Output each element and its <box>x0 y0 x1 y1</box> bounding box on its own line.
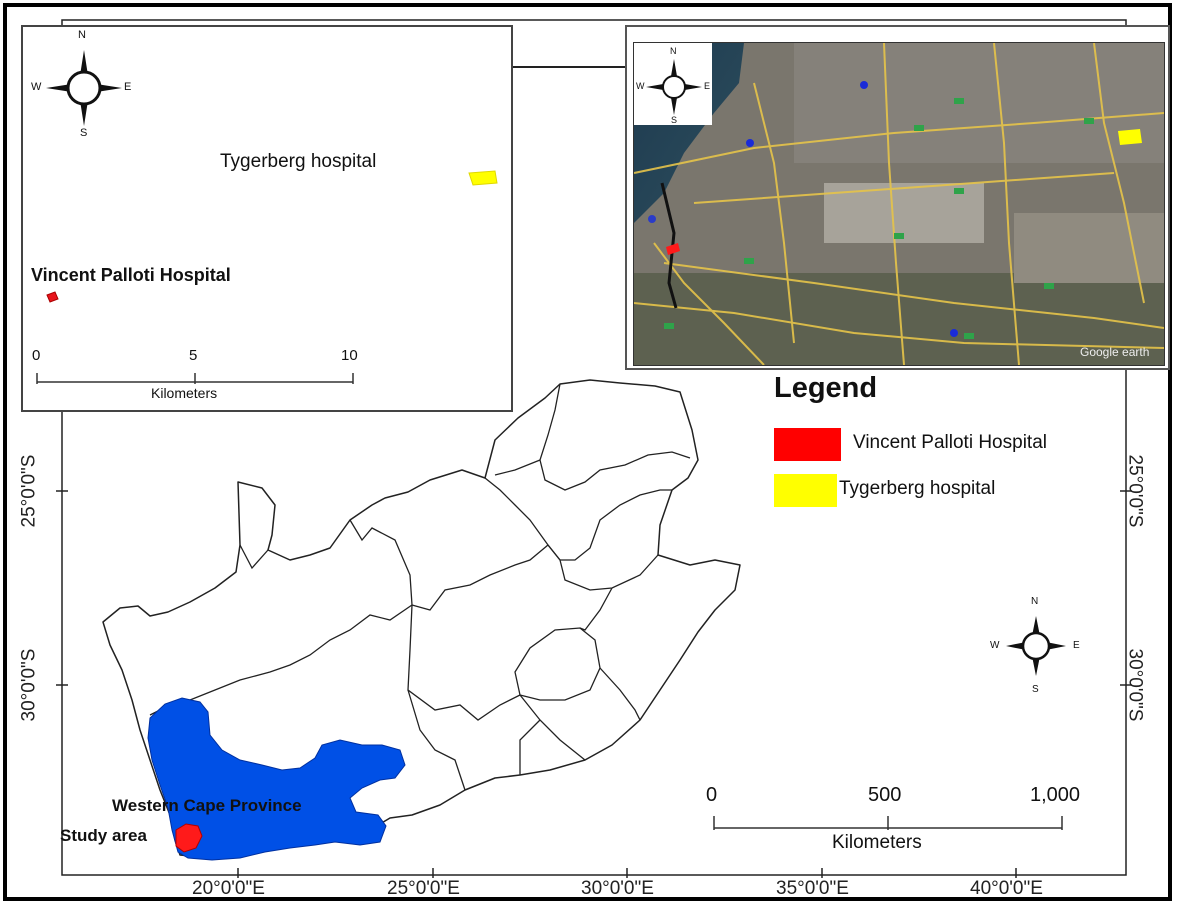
study-area-region <box>175 823 203 853</box>
main-compass-e: E <box>1073 640 1080 651</box>
main-scale-bar <box>713 816 1063 830</box>
tygerberg-label: Tygerberg hospital <box>220 151 377 172</box>
google-earth-attribution: Google earth <box>1080 345 1150 359</box>
local-inset: N S E W Tygerberg hospital Vincent Pallo… <box>21 25 513 412</box>
local-scale-tick-5: 5 <box>189 347 198 364</box>
main-compass-w: W <box>990 640 1000 651</box>
satellite-image: N S E W Google earth <box>633 42 1165 366</box>
legend-label-vincent: Vincent Palloti Hospital <box>853 432 1047 453</box>
legend-label-tygerberg: Tygerberg hospital <box>839 478 996 499</box>
main-compass-s: S <box>1032 684 1039 695</box>
lat-label-right-30: 30°0'0"S <box>1124 648 1146 722</box>
legend-title: Legend <box>774 372 878 404</box>
satellite-tygerberg <box>1118 129 1142 145</box>
local-compass-e: E <box>124 81 132 93</box>
vincent-palloti-polygon <box>46 291 59 303</box>
satellite-compass-n: N <box>670 46 677 56</box>
lat-label-left-25: 25°0'0"S <box>18 454 40 528</box>
satellite-compass-icon <box>646 59 702 115</box>
tygerberg-polygon <box>468 170 498 186</box>
lat-label-left-30: 30°0'0"S <box>18 648 40 722</box>
satellite-compass-s: S <box>671 115 678 125</box>
main-scale-tick-500: 500 <box>868 784 902 806</box>
legend-swatch-tygerberg <box>774 474 837 507</box>
local-compass-w: W <box>31 81 42 93</box>
province-boundaries <box>149 383 691 791</box>
local-scale-tick-10: 10 <box>341 347 358 364</box>
satellite-compass-w: W <box>636 81 645 91</box>
lon-label-20: 20°0'0"E <box>192 878 265 899</box>
main-scale-tick-0: 0 <box>706 784 718 806</box>
satellite-drawing <box>634 43 1164 365</box>
local-inset-drawing <box>36 50 498 384</box>
lon-label-35: 35°0'0"E <box>776 878 849 899</box>
local-compass-icon <box>46 50 122 126</box>
local-compass-s: S <box>80 127 88 139</box>
satellite-inset: N S E W Google earth <box>625 25 1170 370</box>
lon-label-25: 25°0'0"E <box>387 878 460 899</box>
main-compass-icon <box>1006 616 1066 676</box>
graticule-box <box>61 19 1127 876</box>
study-area-label: Study area <box>60 826 147 845</box>
main-scale-tick-1000: 1,000 <box>1030 784 1081 806</box>
western-cape-province <box>147 697 406 861</box>
lat-ticks <box>56 490 1132 686</box>
local-scale-unit: Kilometers <box>151 385 218 401</box>
lon-ticks <box>237 868 1017 878</box>
main-compass-n: N <box>1031 596 1039 607</box>
local-scale-tick-0: 0 <box>32 347 41 364</box>
satellite-vincent-palloti <box>666 243 680 255</box>
western-cape-label: Western Cape Province <box>112 796 302 815</box>
satellite-markers <box>648 81 1094 339</box>
local-compass-n: N <box>78 29 86 41</box>
lon-label-40: 40°0'0"E <box>970 878 1043 899</box>
lat-label-right-25: 25°0'0"S <box>1124 454 1146 528</box>
satellite-compass-e: E <box>704 81 711 91</box>
satellite-roads <box>634 43 1164 365</box>
lon-label-30: 30°0'0"E <box>581 878 654 899</box>
local-scale-bar <box>36 373 354 384</box>
main-scale-unit: Kilometers <box>832 832 922 853</box>
vincent-palloti-label: Vincent Palloti Hospital <box>31 265 231 285</box>
legend-swatch-vincent <box>774 428 841 461</box>
